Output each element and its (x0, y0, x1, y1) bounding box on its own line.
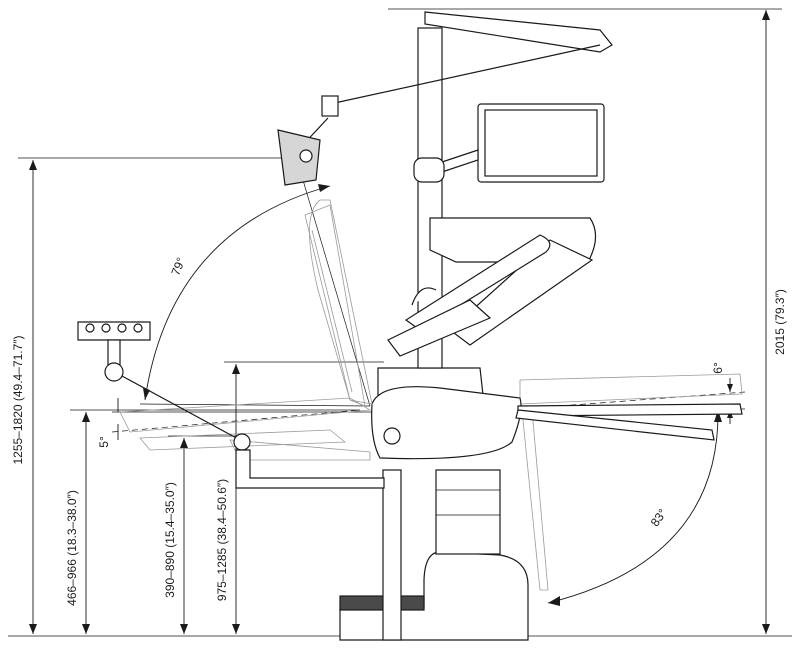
seat-height-label: 390–890 (15.4–35.0″) (163, 482, 177, 598)
headrest-height-label: 1255–1820 (49.4–71.7″) (11, 335, 25, 464)
arm-support (235, 449, 385, 489)
dimension-labels: 2015 (79.3″) 1255–1820 (49.4–71.7″) 466–… (11, 289, 787, 606)
assistant-arm (77, 321, 385, 489)
lift-column (435, 469, 501, 555)
backrest-angle-arc (144, 185, 331, 401)
backrest (309, 199, 373, 405)
backrest-angle-label: 79° (168, 255, 188, 277)
tray-angle-arc (547, 409, 719, 604)
chair-base (339, 469, 529, 641)
light-arm-top (424, 11, 613, 53)
tray-swing-label: 83° (648, 506, 670, 529)
chair-seat (371, 367, 743, 460)
legrest-extension (515, 409, 715, 441)
operating-light (277, 129, 321, 186)
instrument-holder (387, 299, 492, 357)
base-pedal (339, 595, 425, 611)
mast-assembly (277, 11, 613, 369)
column-side-plate (382, 469, 402, 641)
instrument-tray (77, 321, 151, 341)
leg-tilt-label: 5° (97, 436, 111, 448)
footrest-height-label: 466–966 (18.3–38.0″) (65, 490, 79, 606)
seat-cushion (371, 386, 522, 460)
overall-height-label: 2015 (79.3″) (773, 289, 787, 355)
armrest-height-label: 975–1285 (38.4–50.6″) (215, 479, 229, 601)
angle-arcs (139, 169, 722, 606)
seat-tilt-label: 6° (711, 362, 725, 374)
